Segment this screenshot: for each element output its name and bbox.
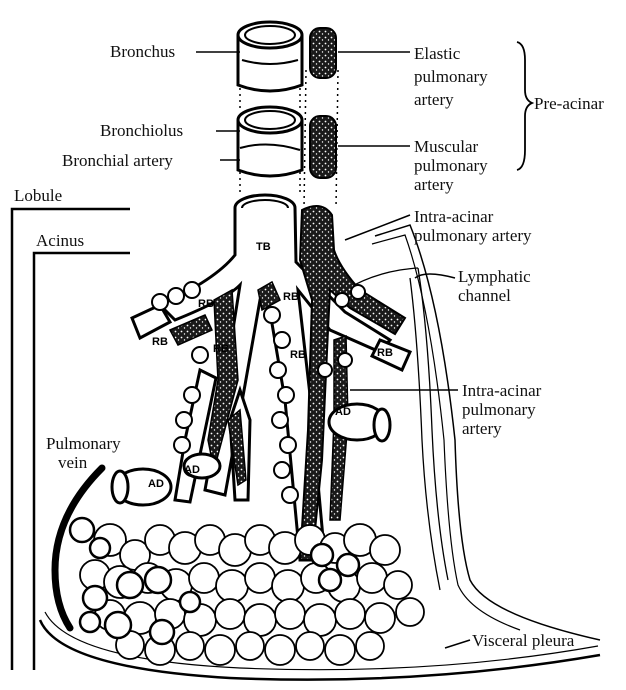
label-intra-acinar-artery-mid: Intra-acinar pulmonary artery	[462, 381, 541, 438]
label-bronchial-artery: Bronchial artery	[62, 151, 173, 170]
pre-acinar-brace	[517, 42, 532, 170]
rb-tag-3: RB	[213, 343, 229, 355]
rb-tag-4: RB	[283, 291, 299, 303]
label-lobule: Lobule	[14, 186, 62, 205]
label-acinus: Acinus	[36, 231, 84, 250]
elastic-pulmonary-artery	[310, 28, 336, 78]
label-visceral-pleura: Visceral pleura	[472, 631, 574, 650]
label-bronchus: Bronchus	[110, 42, 175, 61]
label-pulmonary-vein: Pulmonary vein	[46, 434, 121, 472]
muscular-pulmonary-artery	[310, 116, 336, 178]
label-bronchiolus: Bronchiolus	[100, 121, 183, 140]
label-elastic-pulmonary-artery: Elastic pulmonary artery	[414, 42, 488, 111]
ad-tag-1: AD	[335, 406, 351, 418]
label-intra-acinar-artery-top: Intra-acinar pulmonary artery	[414, 207, 532, 245]
intra-acinar-artery-upper	[300, 206, 405, 560]
rb-tag-1: RB	[198, 298, 214, 310]
label-lymphatic-channel: Lymphatic channel	[458, 267, 531, 305]
tb-tag: TB	[256, 241, 271, 253]
bronchus-cylinder	[238, 22, 302, 91]
ad-tag-3: AD	[148, 478, 164, 490]
rb-tag-6: RB	[377, 347, 393, 359]
rb-tag-2: RB	[152, 336, 168, 348]
label-muscular-pulmonary-artery: Muscular pulmonary artery	[414, 137, 488, 194]
bronchiolus-cylinder	[238, 107, 302, 176]
rb-tag-5: RB	[290, 349, 306, 361]
label-pre-acinar: Pre-acinar	[534, 94, 604, 113]
ad-tag-2: AD	[184, 464, 200, 476]
